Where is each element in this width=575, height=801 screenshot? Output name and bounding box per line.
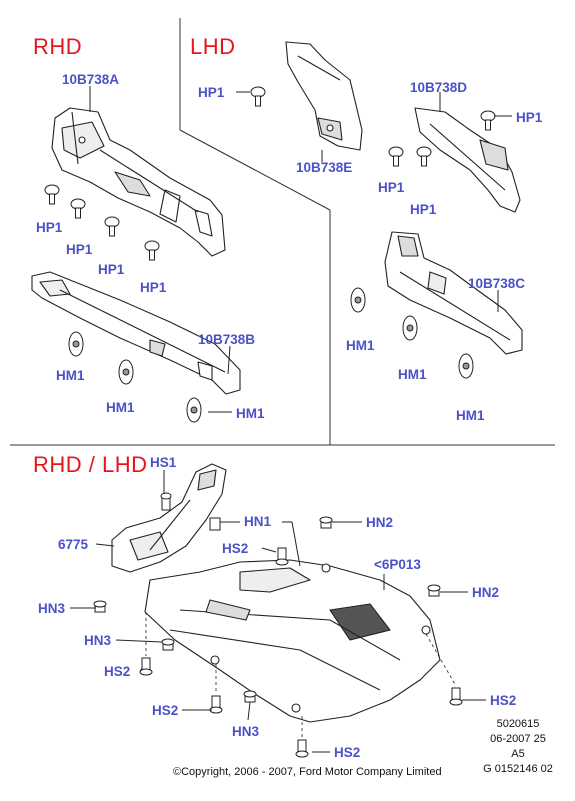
section-dividers [10, 18, 555, 446]
label-hp1[interactable]: HP1 [378, 180, 405, 195]
push-pin-hp1-group [44, 86, 496, 261]
leader-lines-upper [89, 86, 512, 413]
bracket-10b738c [384, 231, 523, 355]
label-hm1[interactable]: HM1 [456, 408, 485, 423]
label-hp1[interactable]: HP1 [66, 242, 93, 257]
label-6775[interactable]: 6775 [58, 537, 89, 552]
label-hs2[interactable]: HS2 [104, 664, 131, 679]
undershield-6p013 [144, 559, 441, 723]
drawing-sheet: A5 [511, 748, 525, 760]
label-10b738d[interactable]: 10B738D [410, 80, 468, 95]
label-hm1[interactable]: HM1 [398, 367, 427, 382]
bracket-10b738e [285, 41, 363, 151]
bracket-10b738a [51, 107, 226, 257]
label-hn3[interactable]: HN3 [232, 724, 260, 739]
fastener-group-lower [93, 492, 463, 758]
label-hm1[interactable]: HM1 [106, 400, 135, 415]
nut-hm1-group [68, 287, 474, 423]
section-title-lhd: LHD [190, 34, 236, 59]
label-10b738b[interactable]: 10B738B [198, 332, 256, 347]
shield-6775 [111, 463, 227, 573]
bracket-10b738d [414, 107, 521, 213]
leader-lines-lower [70, 470, 486, 753]
drawing-date: 06-2007 25 [490, 733, 546, 745]
label-hs2[interactable]: HS2 [490, 693, 517, 708]
section-title-rhd-lhd: RHD / LHD [33, 452, 148, 477]
label-hp1[interactable]: HP1 [140, 280, 167, 295]
bracket-10b738b [31, 271, 241, 395]
label-hs2[interactable]: HS2 [222, 541, 249, 556]
label-hs2[interactable]: HS2 [334, 745, 361, 760]
label-6p013[interactable]: <6P013 [374, 557, 421, 572]
label-hm1[interactable]: HM1 [346, 338, 375, 353]
dashed-guides [145, 612, 457, 740]
label-hp1[interactable]: HP1 [98, 262, 125, 277]
label-hm1[interactable]: HM1 [236, 406, 265, 421]
label-hs2[interactable]: HS2 [152, 703, 179, 718]
copyright-notice: ©Copyright, 2006 - 2007, Ford Motor Comp… [173, 766, 442, 778]
label-hn3[interactable]: HN3 [84, 633, 112, 648]
label-hn1[interactable]: HN1 [244, 514, 272, 529]
label-10b738e[interactable]: 10B738E [296, 160, 353, 175]
drawing-code: G 0152146 02 [483, 763, 553, 775]
label-hp1[interactable]: HP1 [516, 110, 543, 125]
label-hs1[interactable]: HS1 [150, 455, 177, 470]
label-hp1[interactable]: HP1 [36, 220, 63, 235]
section-title-rhd: RHD [33, 34, 83, 59]
label-10b738a[interactable]: 10B738A [62, 72, 120, 87]
label-hp1[interactable]: HP1 [410, 202, 437, 217]
label-hp1[interactable]: HP1 [198, 85, 225, 100]
drawing-number: 5020615 [496, 718, 540, 730]
label-hn2[interactable]: HN2 [366, 515, 394, 530]
label-10b738c[interactable]: 10B738C [468, 276, 526, 291]
drawing-reference-block: 5020615 06-2007 25 A5 G 0152146 02 [478, 717, 558, 777]
label-hn2[interactable]: HN2 [472, 585, 500, 600]
label-hm1[interactable]: HM1 [56, 368, 85, 383]
label-hn3[interactable]: HN3 [38, 601, 66, 616]
